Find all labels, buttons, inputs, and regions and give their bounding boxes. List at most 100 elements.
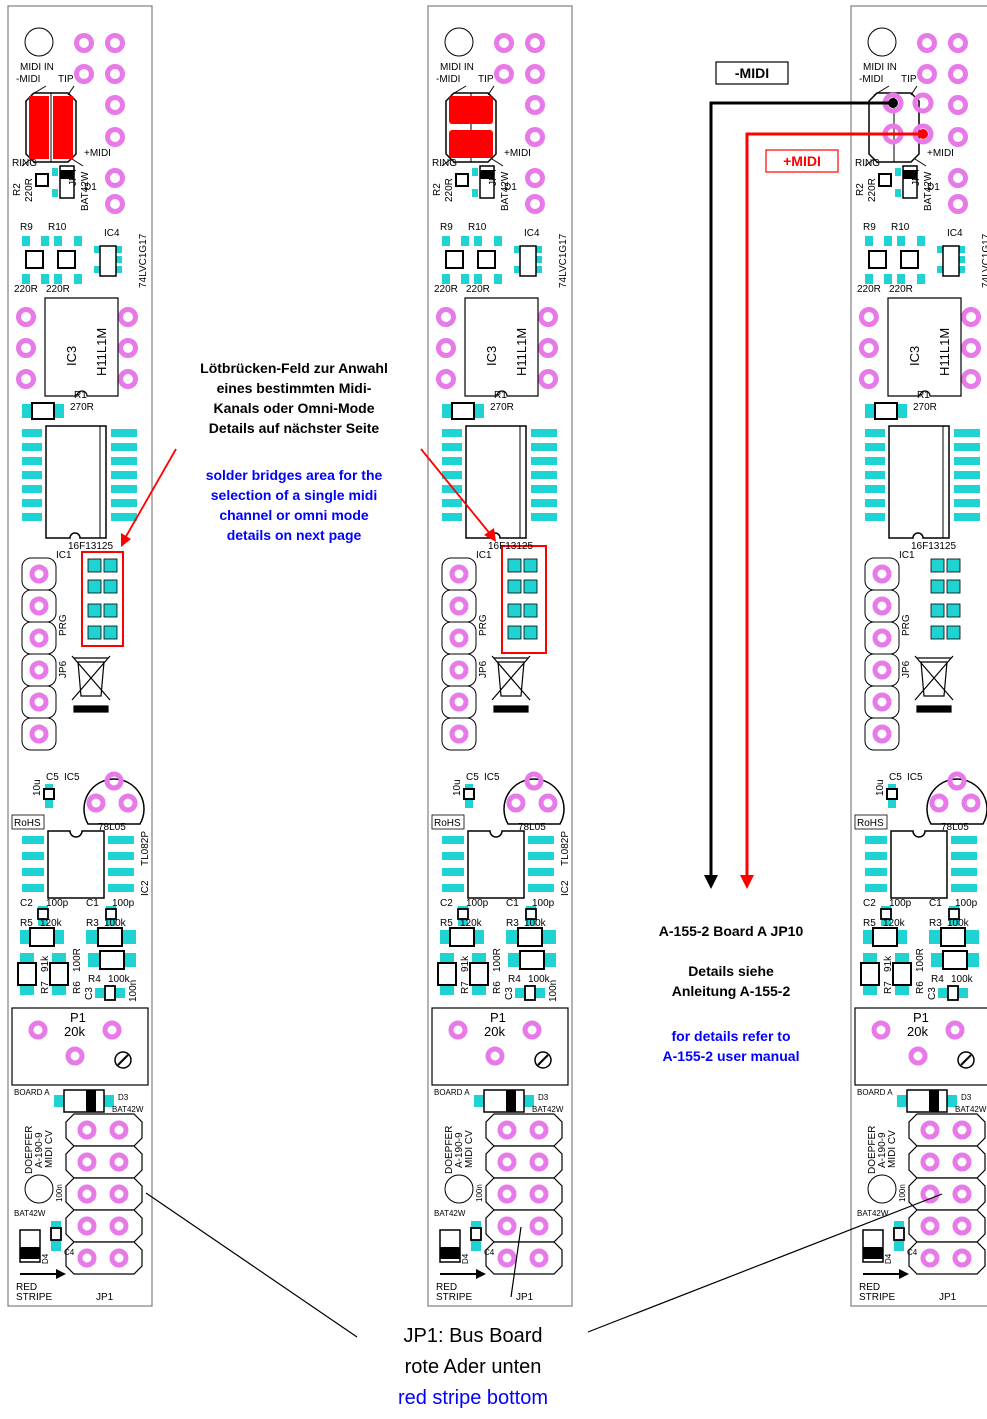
svg-text:78L05: 78L05 bbox=[518, 822, 546, 833]
svg-text:C4: C4 bbox=[907, 1248, 918, 1257]
svg-text:100n: 100n bbox=[548, 980, 559, 1002]
svg-text:D4: D4 bbox=[461, 1253, 470, 1264]
svg-text:R6: R6 bbox=[72, 981, 83, 994]
svg-text:MIDI CV: MIDI CV bbox=[887, 1130, 898, 1168]
svg-text:TIP: TIP bbox=[901, 74, 917, 85]
svg-text:R7: R7 bbox=[883, 981, 894, 994]
svg-text:+MIDI: +MIDI bbox=[927, 148, 954, 159]
svg-text:R1: R1 bbox=[74, 390, 87, 401]
svg-text:D4: D4 bbox=[41, 1253, 50, 1264]
minus-midi-label: -MIDI bbox=[735, 65, 769, 81]
svg-text:+MIDI: +MIDI bbox=[504, 148, 531, 159]
svg-text:RING: RING bbox=[12, 158, 37, 169]
minus-midi-arrowhead bbox=[704, 875, 718, 889]
svg-text:D1: D1 bbox=[504, 182, 517, 193]
svg-text:270R: 270R bbox=[913, 402, 937, 413]
svg-text:100k: 100k bbox=[108, 974, 131, 985]
silkscreen-board-2: MIDI IN -MIDI TIP RING +MIDI R2 220R JP4… bbox=[432, 62, 571, 1303]
svg-text:IC4: IC4 bbox=[104, 228, 120, 239]
svg-text:16F13125: 16F13125 bbox=[911, 541, 956, 552]
target-de-2: Anleitung A-155-2 bbox=[672, 983, 791, 999]
minus-midi-wire bbox=[709, 101, 893, 875]
svg-text:78L05: 78L05 bbox=[98, 822, 126, 833]
svg-text:IC3: IC3 bbox=[64, 346, 79, 366]
svg-text:20k: 20k bbox=[64, 1024, 85, 1039]
svg-text:100R: 100R bbox=[915, 948, 926, 972]
jp1-leader-2 bbox=[510, 1226, 522, 1298]
svg-text:220R: 220R bbox=[857, 284, 881, 295]
svg-text:D3: D3 bbox=[961, 1093, 972, 1102]
svg-text:100p: 100p bbox=[889, 898, 912, 909]
svg-text:IC4: IC4 bbox=[524, 228, 540, 239]
svg-text:IC5: IC5 bbox=[64, 772, 80, 783]
svg-text:JP4: JP4 bbox=[488, 168, 499, 186]
svg-text:R4: R4 bbox=[88, 974, 101, 985]
solder-bridge-text-de-1: Lötbrücken-Feld zur Anwahl bbox=[200, 360, 388, 376]
svg-text:MIDI CV: MIDI CV bbox=[44, 1130, 55, 1168]
svg-text:STRIPE: STRIPE bbox=[436, 1292, 472, 1303]
svg-text:R2: R2 bbox=[12, 183, 23, 196]
midi-jack-bridge-left bbox=[29, 96, 49, 159]
plus-midi-label: +MIDI bbox=[783, 153, 821, 169]
svg-text:IC2: IC2 bbox=[140, 880, 151, 896]
jp1-leader-3 bbox=[587, 1193, 943, 1333]
svg-text:220R: 220R bbox=[14, 284, 38, 295]
svg-text:D1: D1 bbox=[84, 182, 97, 193]
arrow-left-line bbox=[123, 448, 177, 541]
svg-text:120k: 120k bbox=[40, 918, 63, 929]
svg-text:100p: 100p bbox=[46, 898, 69, 909]
svg-text:PRG: PRG bbox=[58, 614, 69, 636]
midi-jack-bridge-right bbox=[53, 96, 73, 159]
svg-text:H11L1M: H11L1M bbox=[937, 328, 952, 376]
svg-text:RING: RING bbox=[432, 158, 457, 169]
svg-text:H11L1M: H11L1M bbox=[94, 328, 109, 376]
svg-text:10u: 10u bbox=[32, 779, 43, 796]
solder-bridge-highlight bbox=[81, 551, 124, 647]
svg-text:JP6: JP6 bbox=[901, 660, 912, 678]
svg-text:IC1: IC1 bbox=[56, 550, 72, 561]
svg-text:270R: 270R bbox=[70, 402, 94, 413]
target-title: A-155-2 Board A JP10 bbox=[659, 923, 804, 939]
svg-text:RED: RED bbox=[16, 1282, 37, 1293]
svg-text:C2: C2 bbox=[863, 898, 876, 909]
svg-text:C5: C5 bbox=[889, 772, 902, 783]
solder-bridge-text-de-3: Kanals oder Omni-Mode bbox=[213, 400, 374, 416]
svg-text:RoHS: RoHS bbox=[857, 818, 884, 829]
svg-text:A-190-9: A-190-9 bbox=[877, 1132, 888, 1168]
svg-text:PRG: PRG bbox=[901, 614, 912, 636]
svg-text:TL082P: TL082P bbox=[140, 831, 151, 866]
svg-text:C5: C5 bbox=[466, 772, 479, 783]
svg-text:JP1: JP1 bbox=[939, 1292, 957, 1303]
minus-midi-label-box bbox=[715, 61, 789, 85]
svg-text:91k: 91k bbox=[460, 955, 471, 972]
jp1-callout: JP1: Bus Board rote Ader unten red strip… bbox=[145, 1192, 943, 1409]
svg-text:IC5: IC5 bbox=[907, 772, 923, 783]
svg-text:R10: R10 bbox=[468, 222, 487, 233]
svg-text:91k: 91k bbox=[40, 955, 51, 972]
svg-text:BAT42W: BAT42W bbox=[532, 1105, 564, 1114]
solder-bridge-text-en-2: selection of a single midi bbox=[211, 487, 377, 503]
svg-text:RED: RED bbox=[436, 1282, 457, 1293]
svg-text:16F13125: 16F13125 bbox=[488, 541, 533, 552]
svg-text:D3: D3 bbox=[118, 1093, 129, 1102]
solder-bridge-highlight bbox=[501, 545, 547, 654]
svg-text:JP6: JP6 bbox=[478, 660, 489, 678]
svg-text:100p: 100p bbox=[112, 898, 135, 909]
svg-text:220R: 220R bbox=[46, 284, 70, 295]
svg-text:R9: R9 bbox=[440, 222, 453, 233]
svg-text:D3: D3 bbox=[538, 1093, 549, 1102]
solder-bridge-text-en-4: details on next page bbox=[227, 527, 362, 543]
svg-text:100k: 100k bbox=[104, 918, 127, 929]
svg-text:BAT42W: BAT42W bbox=[955, 1105, 987, 1114]
plus-midi-arrowhead bbox=[740, 875, 754, 889]
svg-text:R5: R5 bbox=[440, 918, 453, 929]
arrow-left-head bbox=[121, 533, 131, 547]
svg-text:PRG: PRG bbox=[478, 614, 489, 636]
svg-text:IC3: IC3 bbox=[484, 346, 499, 366]
svg-text:A-190-9: A-190-9 bbox=[34, 1132, 45, 1168]
svg-text:RED: RED bbox=[859, 1282, 880, 1293]
solder-bridge-text-en-3: channel or omni mode bbox=[219, 507, 369, 523]
midi-jack-bridge-bottom bbox=[449, 130, 493, 158]
svg-text:D1: D1 bbox=[927, 182, 940, 193]
